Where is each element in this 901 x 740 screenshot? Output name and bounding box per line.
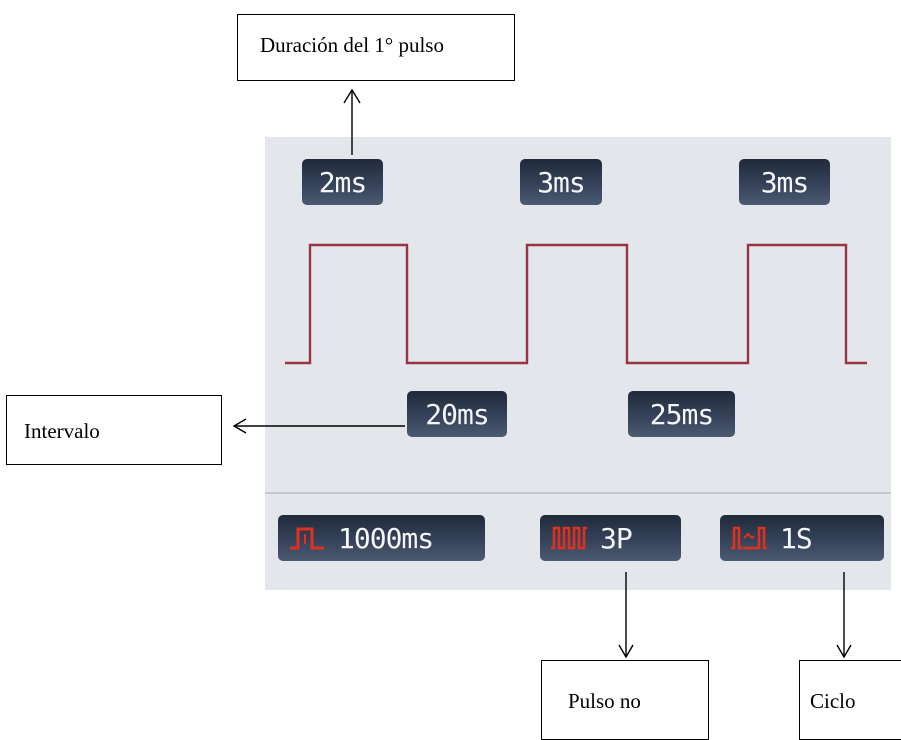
callout-ciclo: Ciclo	[799, 660, 901, 740]
interval-2[interactable]: 25ms	[628, 391, 735, 437]
callout-duracion-text: Duración del 1° pulso	[260, 33, 444, 57]
callout-pulso: Pulso no	[541, 660, 709, 740]
period-value: 1000ms	[338, 521, 434, 555]
single-pulse-icon	[290, 527, 324, 550]
pulse-train-icon	[551, 526, 587, 550]
waveform-line	[285, 243, 867, 365]
pulse-duration-2-value: 3ms	[537, 165, 586, 199]
cycle-value: 1S	[780, 521, 813, 555]
interval-2-value: 25ms	[649, 397, 714, 431]
pulse-duration-3-value: 3ms	[760, 165, 810, 199]
device-screen: 2ms 3ms 3ms 20ms 25ms 1000ms 3P 1S	[265, 137, 891, 590]
callout-intervalo: Intervalo	[6, 395, 222, 465]
cycle-icon	[731, 526, 767, 550]
pulse-duration-1-value: 2ms	[318, 165, 368, 199]
pulse-duration-1[interactable]: 2ms	[302, 159, 383, 205]
callout-duracion: Duración del 1° pulso	[237, 14, 515, 81]
callout-intervalo-text: Intervalo	[24, 419, 100, 443]
screen-divider	[265, 492, 891, 494]
pulse-duration-2[interactable]: 3ms	[520, 159, 602, 205]
interval-1[interactable]: 20ms	[407, 391, 507, 437]
cycle-button[interactable]: 1S	[720, 515, 884, 561]
pulse-count-value: 3P	[600, 521, 633, 555]
callout-pulso-text: Pulso no	[568, 689, 641, 713]
pulse-waveform	[285, 243, 867, 365]
pulse-count-button[interactable]: 3P	[540, 515, 681, 561]
period-button[interactable]: 1000ms	[278, 515, 485, 561]
callout-ciclo-text: Ciclo	[810, 689, 856, 713]
interval-1-value: 20ms	[425, 397, 489, 431]
pulse-duration-3[interactable]: 3ms	[739, 159, 830, 205]
